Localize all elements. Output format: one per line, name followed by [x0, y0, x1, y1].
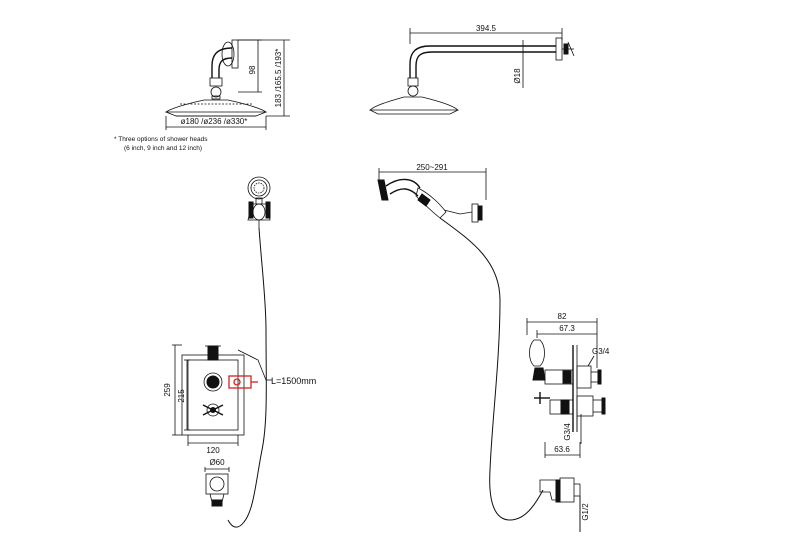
fixed-head-side-view: 394.5 Ø18 — [368, 24, 575, 115]
dim-259: 259 — [163, 383, 172, 397]
dim-82: 82 — [558, 312, 567, 321]
hand-shower-side-view: 250~291 — [377, 163, 487, 223]
hose-right — [439, 217, 544, 521]
dim-outlet-diameter: Ø60 — [209, 458, 225, 467]
dim-heights: 183 /165.5 /193* — [274, 49, 283, 108]
dim-pipe-diameter: Ø18 — [513, 68, 522, 84]
dim-g34-side: G3/4 — [563, 423, 572, 441]
fixed-head-front-view: 98 183 /165.5 /193* ø180 /ø236 /ø330* * … — [114, 39, 290, 152]
dim-arm-length: 394.5 — [476, 24, 497, 33]
dim-reach: 250~291 — [416, 163, 448, 172]
outlet-elbow-side: G1/2 — [539, 477, 590, 532]
dim-g12: G1/2 — [581, 503, 590, 521]
dim-98: 98 — [248, 65, 257, 74]
dim-215: 215 — [177, 389, 186, 403]
valve-side-view: G3/4 G3/4 82 67.3 63.6 — [526, 312, 610, 458]
dim-63-6: 63.6 — [554, 445, 570, 454]
dim-g34-top: G3/4 — [592, 347, 610, 356]
hose-left — [227, 227, 267, 528]
dim-120: 120 — [206, 446, 220, 455]
note-line-1: * Three options of shower heads — [114, 136, 208, 143]
hose-length-label: L=1500mm — [271, 376, 316, 386]
note-line-2: (6 inch, 9 inch and 12 inch) — [124, 145, 202, 152]
dim-diameters: ø180 /ø236 /ø330* — [181, 117, 248, 126]
hand-shower-front-view — [247, 176, 271, 228]
outlet-elbow-front: Ø60 — [204, 458, 230, 507]
valve-front-view: 259 215 120 L=1500mm — [163, 344, 316, 455]
dim-67: 67.3 — [559, 324, 575, 333]
